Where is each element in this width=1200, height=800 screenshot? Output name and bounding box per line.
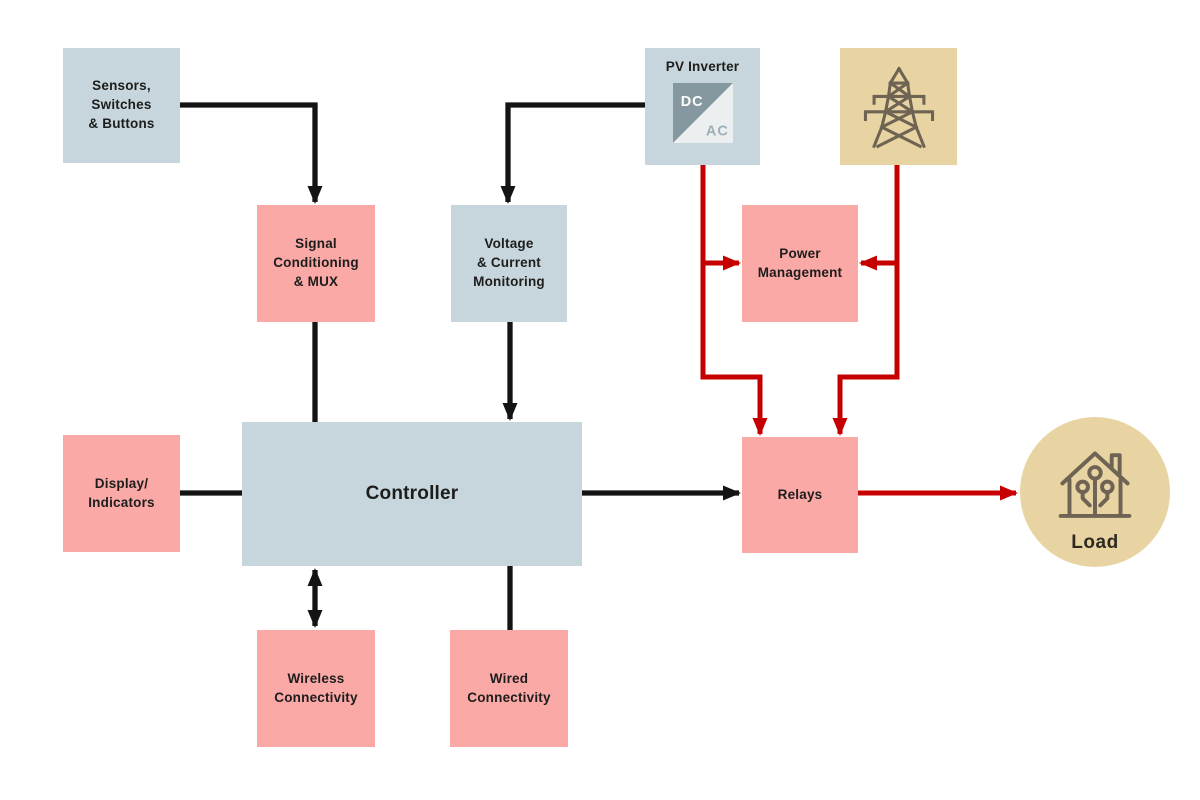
node-pv-inverter-label: PV Inverter <box>665 59 740 74</box>
node-voltage-monitoring-label: Voltage & Current Monitoring <box>473 236 545 289</box>
node-relays: Relays <box>742 437 858 553</box>
node-signal-conditioning-label: Signal Conditioning & MUX <box>273 236 359 289</box>
node-wired-connectivity-label: Wired Connectivity <box>467 670 551 705</box>
node-display-indicators-label: Display/ Indicators <box>88 475 155 510</box>
conn-pv-to-voltage <box>500 102 645 204</box>
node-sensors: Sensors, Switches & Buttons <box>63 48 180 163</box>
node-power-management: Power Management <box>742 205 858 322</box>
node-sensors-label: Sensors, Switches & Buttons <box>88 78 155 131</box>
node-load-label: Load <box>1071 531 1119 553</box>
smart-home-icon <box>1058 451 1132 518</box>
node-wired-connectivity: Wired Connectivity <box>450 630 568 747</box>
node-controller-label: Controller <box>365 482 459 504</box>
node-wireless-connectivity: Wireless Connectivity <box>257 630 375 747</box>
node-voltage-monitoring: Voltage & Current Monitoring <box>451 205 567 322</box>
conn-sensors-to-signal <box>180 102 323 204</box>
node-controller: Controller <box>242 422 582 566</box>
node-signal-conditioning: Signal Conditioning & MUX <box>257 205 375 322</box>
node-display-indicators: Display/ Indicators <box>63 435 180 552</box>
node-pv-inverter: PV Inverter DC AC <box>645 48 760 165</box>
transmission-tower-icon <box>863 66 934 148</box>
node-grid <box>840 48 957 165</box>
dc-label: DC <box>680 94 703 110</box>
node-wireless-connectivity-label: Wireless Connectivity <box>274 670 358 705</box>
dc-ac-icon: DC AC <box>672 82 733 143</box>
node-power-management-label: Power Management <box>757 245 843 280</box>
node-load: Load <box>1020 417 1170 567</box>
node-relays-label: Relays <box>777 486 823 502</box>
ac-label: AC <box>705 123 728 139</box>
